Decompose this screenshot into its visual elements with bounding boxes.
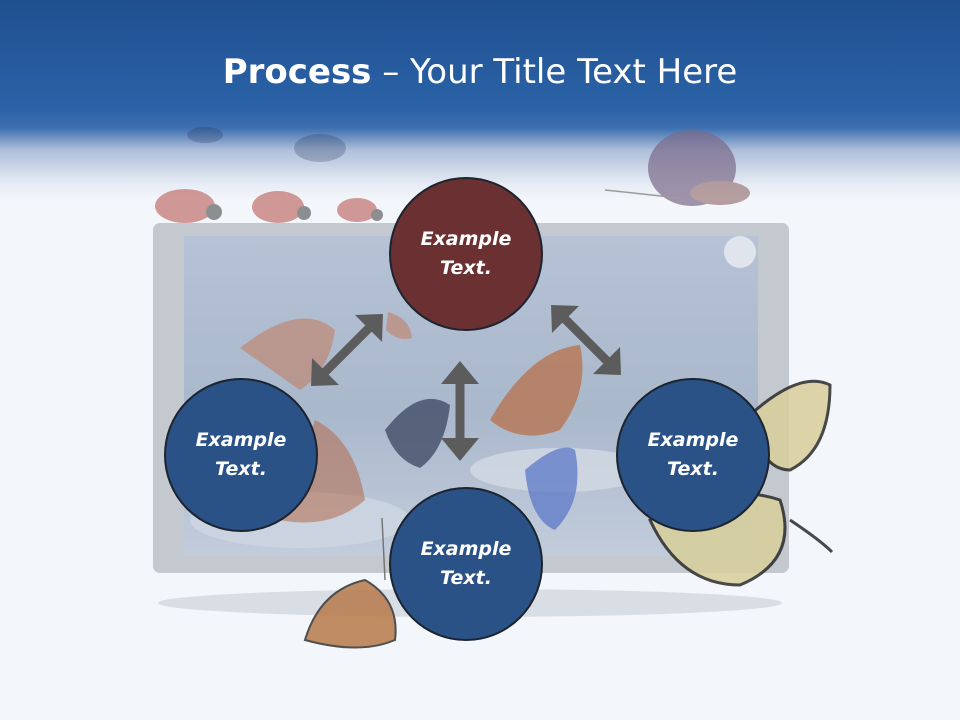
butterfly — [303, 517, 397, 649]
process-node-bottom: Example Text. — [389, 487, 543, 641]
process-node-label: Example Text. — [420, 538, 512, 589]
butterfly — [525, 447, 578, 530]
ladybug — [252, 191, 311, 223]
process-node-label: Example Text. — [420, 228, 512, 279]
double-arrow-diagonal-left — [311, 314, 383, 386]
process-node-left: Example Text. — [164, 378, 318, 532]
page-title: Process – Your Title Text Here — [0, 52, 960, 92]
double-arrow-vertical — [441, 361, 479, 461]
butterfly — [385, 345, 583, 468]
butterfly — [604, 130, 750, 206]
header-band — [0, 0, 960, 200]
ladybug — [337, 198, 383, 222]
sun-glow — [724, 236, 756, 268]
ladybug — [155, 189, 222, 223]
double-arrow-diagonal-right — [551, 305, 621, 375]
process-node-right: Example Text. — [616, 378, 770, 532]
process-node-label: Example Text. — [647, 429, 739, 480]
process-node-label: Example Text. — [195, 429, 287, 480]
title-rest: – Your Title Text Here — [371, 52, 738, 92]
process-node-top: Example Text. — [389, 177, 543, 331]
title-bold: Process — [222, 52, 372, 92]
butterfly — [187, 127, 346, 162]
